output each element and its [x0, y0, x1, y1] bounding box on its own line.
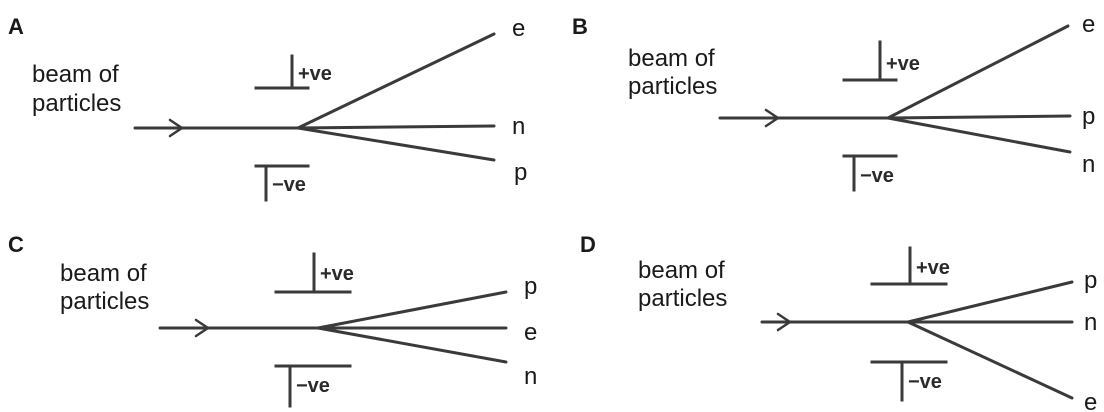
path-up: [906, 280, 1074, 324]
beam-arrow-icon: [776, 312, 792, 332]
negative-plate: −ve: [842, 154, 898, 192]
path-up: [886, 24, 1070, 120]
plate-label: −ve: [860, 165, 894, 187]
particle-label-straight: p: [1082, 103, 1095, 130]
beam-arrow-icon: [194, 318, 210, 338]
particle-label-straight: e: [524, 319, 537, 346]
particle-label-down: n: [1082, 151, 1095, 178]
path-straight: [296, 124, 496, 130]
panel-d: D beam of particles +ve −ve p n e: [580, 232, 1097, 412]
particle-label-up: e: [1082, 11, 1095, 38]
positive-plate: +ve: [842, 40, 920, 82]
plate-label: +ve: [298, 63, 332, 85]
particle-label-straight: n: [512, 113, 525, 140]
plate-label: +ve: [886, 53, 920, 75]
beam-label-line2: particles: [628, 73, 717, 100]
beam-label-line2: particles: [60, 288, 149, 315]
particle-label-up: p: [1084, 267, 1097, 294]
path-down: [316, 326, 508, 364]
panel-letter: D: [580, 232, 596, 257]
panel-letter: C: [8, 232, 24, 257]
path-down: [296, 126, 496, 162]
plate-label: −ve: [272, 174, 306, 196]
path-down: [886, 116, 1072, 154]
path-up: [316, 290, 508, 330]
positive-plate: +ve: [274, 252, 354, 294]
path-down: [906, 320, 1074, 400]
beam-label-line1: beam of: [60, 260, 147, 287]
positive-plate: +ve: [870, 246, 950, 286]
positive-plate: +ve: [254, 54, 332, 90]
panel-letter: B: [572, 14, 588, 39]
negative-plate: −ve: [870, 360, 948, 402]
plate-label: +ve: [916, 257, 950, 279]
particle-label-up: p: [524, 273, 537, 300]
particle-label-down: p: [514, 159, 527, 186]
panel-c: C beam of particles +ve −ve p e n: [8, 232, 537, 408]
plate-label: −ve: [908, 371, 942, 393]
path-up: [296, 32, 496, 130]
beam-label-line1: beam of: [628, 45, 715, 72]
particle-label-up: e: [512, 15, 525, 42]
particle-label-down: e: [1084, 389, 1097, 412]
panel-letter: A: [8, 14, 24, 39]
beam-arrow-icon: [168, 118, 184, 138]
beam-label-line2: particles: [638, 285, 727, 312]
particle-label-down: n: [524, 363, 537, 390]
beam-label-line2: particles: [32, 90, 121, 117]
beam-arrow-icon: [764, 108, 780, 128]
beam-label-line1: beam of: [32, 61, 119, 88]
negative-plate: −ve: [254, 164, 310, 202]
panel-b: B beam of particles +ve −ve e p n: [572, 11, 1095, 192]
path-straight: [886, 114, 1072, 120]
plate-label: −ve: [296, 375, 330, 397]
beam-label-line1: beam of: [638, 257, 725, 284]
particle-label-straight: n: [1084, 309, 1097, 336]
plate-label: +ve: [320, 263, 354, 285]
panel-a: A beam of particles +ve −ve e n p: [8, 14, 527, 202]
negative-plate: −ve: [274, 364, 352, 408]
